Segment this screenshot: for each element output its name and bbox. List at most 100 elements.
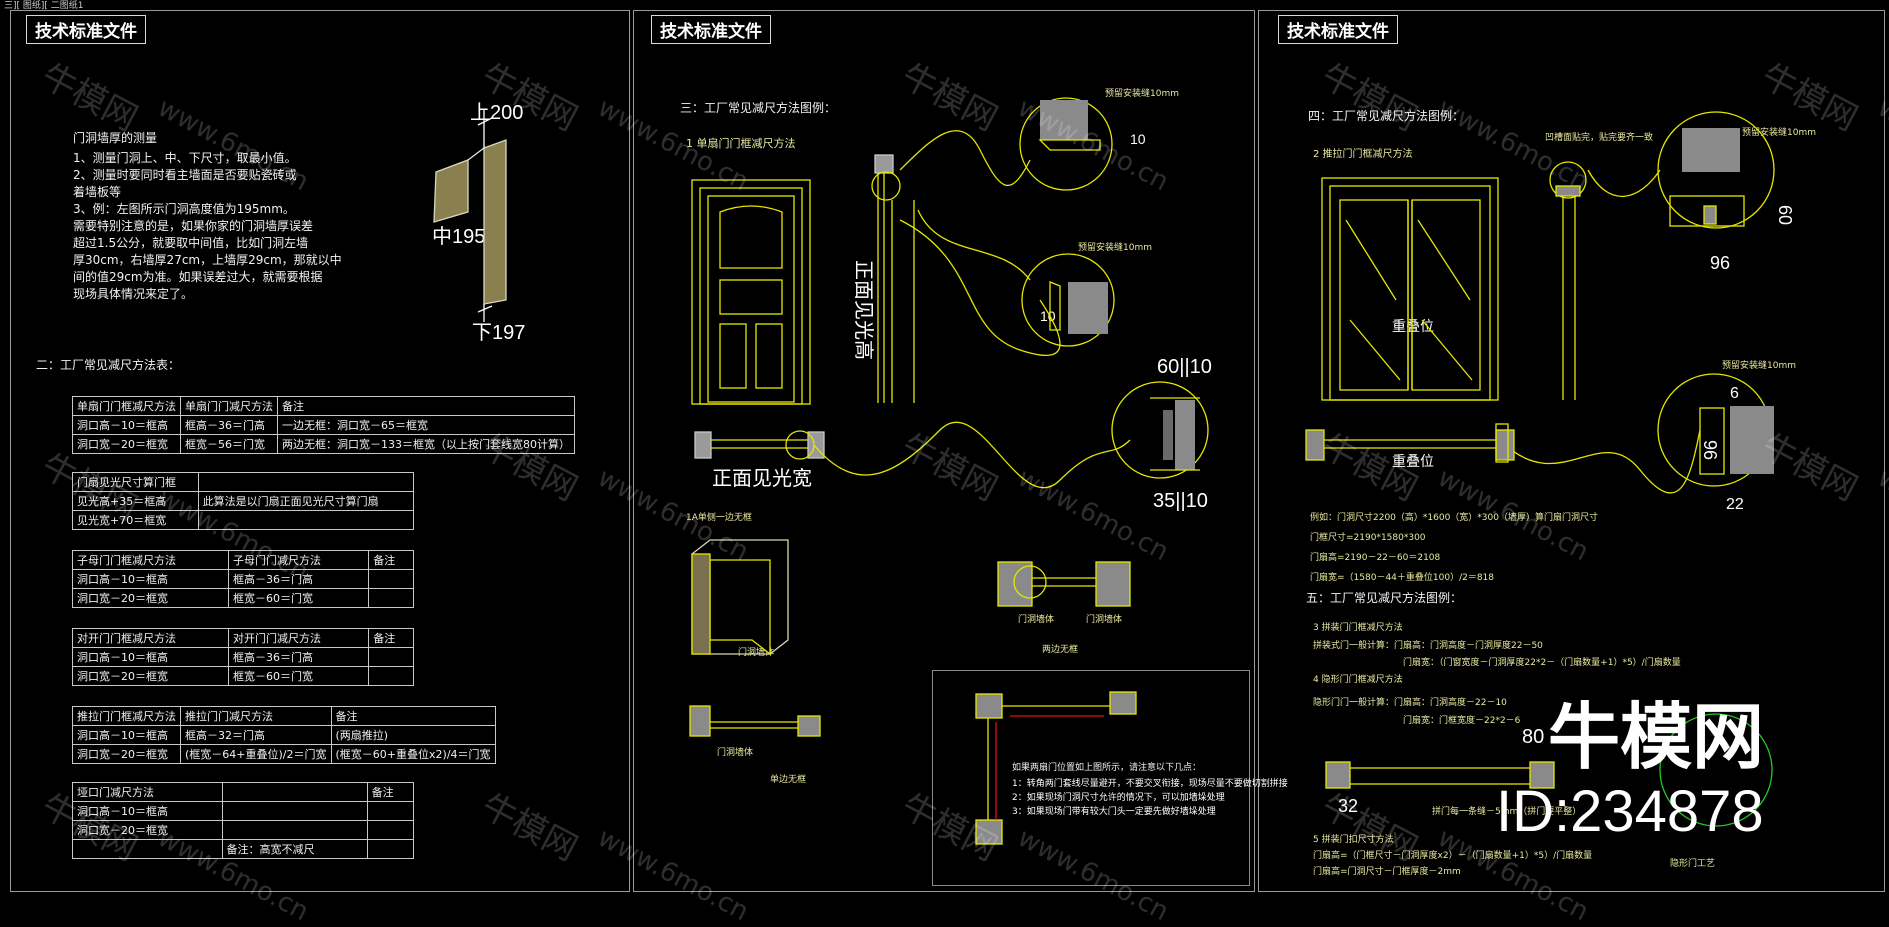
measure-line: 2、测量时要同时看主墙面是否要贴瓷砖或 [73,168,297,182]
table-cell [368,588,414,608]
measure-line: 厚30cm，右墙厚27cm，上墙厚29cm，那就以中 [73,253,342,267]
calc-line: 例如：门洞尺寸2200（高）*1600（宽）*300（墙厚）算门扇门洞尺寸 [1310,513,1598,523]
table-cell: 洞口高－10＝框高 [71,647,230,667]
label-doorbody-1: 门洞墙体 [738,648,775,658]
table-cell [366,839,415,859]
table-cell: 备注 [277,396,575,416]
table-cell: 备注：高宽不减尺 [221,839,368,859]
panel-2-tag: 技术标准文件 [651,15,771,44]
p2-sub1: 1 单扇门门框减尺方法 [686,137,796,150]
label-oneside: 单边无框 [770,775,807,785]
label-front-width: 正面见光宽 [712,468,812,490]
label-overlap-1: 重叠位 [1392,318,1434,334]
table-cell: 备注 [368,628,414,648]
dim-10-a: 10 [1130,131,1146,147]
table-cell: (框宽－64+重叠位)/2＝门宽 [180,744,332,764]
table-cell [221,820,368,840]
table-cell: 洞口宽－20＝框宽 [72,434,181,454]
dim-96b: 96 [1700,440,1720,461]
dim-96: 96 [1710,253,1731,273]
note-gap3: 拼门每一条缝－5mm（拼门要平整） [1432,807,1582,817]
reduction-table: 垭口门减尺方法备注洞口高－10＝框高洞口宽－20＝框宽备注：高宽不减尺 [72,782,415,859]
calc-line: 门扇宽=（1580－44＋重叠位100）/2＝818 [1310,573,1495,583]
p3-title5: 五：工厂常见减尺方法图例： [1306,591,1463,605]
table-cell: 洞口宽－20＝框宽 [72,820,223,840]
table-cell [197,472,415,492]
dim-60: 60 [1775,205,1795,226]
formula-2a: 隐形门门一般计算：门扇高：门洞高度－22－10 [1313,698,1507,708]
section2-title: 二：工厂常见减尺方法表： [36,358,181,372]
detail-note-2: 预留安装缝10mm [1078,243,1152,253]
panel-1 [10,10,630,892]
table-cell: 推拉门门减尺方法 [180,706,332,726]
reduction-table: 单扇门门框减尺方法单扇门门减尺方法备注洞口高－10＝框高框高－36＝门高一边无框… [72,396,575,454]
table-cell: 两边无框：洞口宽－133＝框宽（以上按门套线宽80计算） [277,434,575,454]
label-hidden: 隐形门工艺 [1670,859,1716,869]
table-cell: 框高－36＝门高 [180,415,278,435]
table-cell: 框高－36＝门高 [228,569,370,589]
table-cell [72,839,223,859]
table-cell [366,801,415,821]
p3-sub5: 5 拼装门扣尺寸方法 [1313,835,1394,845]
table-cell [221,782,368,802]
table-cell: (框宽－60+重叠位x2)/4＝门宽 [330,744,496,764]
reduction-table: 推拉门门框减尺方法推拉门门减尺方法备注洞口高－10＝框高框高－32＝门高(两扇推… [72,706,496,764]
table-cell: 门扇见光尺寸算门框 [72,472,199,492]
table-cell: 洞口宽－20＝框宽 [72,744,181,764]
table-cell: 对开门门框减尺方法 [71,628,230,648]
table-cell: (两扇推拉) [330,725,496,745]
table-cell: 备注 [330,706,496,726]
measure-line: 需要特别注意的是，如果你家的门洞墙厚误差 [73,219,314,233]
measure-line: 1、测量门洞上、中、下尺寸，取最小值。 [73,151,297,165]
dim-10-b: 10 [1040,308,1056,324]
measure-line: 3、例：左图所示门洞高度值为195mm。 [73,202,295,216]
formula-3b: 门扇高=门洞尺寸－门框厚度－2mm [1313,867,1461,877]
panel-3-tag: 技术标准文件 [1278,15,1398,44]
table-cell: 框高－36＝门高 [228,647,370,667]
dim-top: 上200 [470,102,524,124]
measure-line: 间的值29cm为准。如果误差过大，就需要根据 [73,270,323,284]
p2-title: 三：工厂常见减尺方法图例： [680,101,837,115]
dim-22: 22 [1726,496,1744,513]
measure-line: 超过1.5公分，就要取中间值，比如门洞左墙 [73,236,309,250]
box-note: 2：如果现场门洞尺寸允许的情况下，可以加墙垛处理 [1012,793,1225,803]
table-cell: 单扇门门减尺方法 [180,396,278,416]
table-cell: 备注 [366,782,415,802]
note-gap: 预留安装缝10mm [1742,128,1816,138]
note-line: 凹槽面贴完，贴完要齐一致 [1545,133,1654,143]
table-cell: 洞口宽－20＝框宽 [71,588,230,608]
dim-35-10: 35||10 [1153,490,1208,512]
table-cell: 对开门门减尺方法 [228,628,370,648]
reduction-table: 对开门门框减尺方法对开门门减尺方法备注洞口高－10＝框高框高－36＝门高洞口宽－… [71,628,414,686]
formula-1a: 拼装式门一般计算：门扇高：门洞高度－门洞厚度22－50 [1313,641,1543,651]
table-cell: 洞口高－10＝框高 [72,415,181,435]
measure-line: 着墙板等 [73,185,122,199]
table-cell: 一边无框：洞口宽－65＝框宽 [277,415,575,435]
table-cell [368,647,414,667]
table-cell: 备注 [368,550,414,570]
dim-60-10: 60||10 [1157,356,1212,378]
formula-3a: 门扇高=（门框尺寸－门洞厚度x2）－（门扇数量+1）*5）/门扇数量 [1313,851,1593,861]
dim-32: 32 [1338,796,1359,816]
table-cell [197,510,415,530]
formula-2b: 门扇宽：门框宽度－22*2－6 [1403,716,1521,726]
table-cell [221,801,368,821]
label-doorbody-4: 门洞墙体 [717,748,754,758]
label-twosides: 两边无框 [1042,645,1079,655]
label-overlap-2: 重叠位 [1392,453,1434,469]
p3-sub4: 4 隐形门门框减尺方法 [1313,675,1403,685]
label-doorbody-3: 门洞墙体 [1086,615,1123,625]
top-label: 三][ 图纸][ 二图纸1 [4,1,84,11]
logo-text: 牛模网 [1548,698,1765,778]
measure-line: 现场具体情况来定了。 [73,287,194,301]
note-gap2: 预留安装缝10mm [1722,361,1796,371]
box-note: 3：如果现场门带有较大门头一定要先做好墙垛处理 [1012,807,1216,817]
table-cell: 框宽－60＝门宽 [228,588,370,608]
dim-mid: 中195 [432,226,486,248]
formula-1b: 门扇宽：（门窗宽度－门洞厚度22*2－（门扇数量+1）*5）/门扇数量 [1403,658,1681,668]
calc-line: 门框尺寸=2190*1580*300 [1310,533,1426,543]
table-cell: 子母门门框减尺方法 [71,550,230,570]
table-cell: 此算法是以门扇正面见光尺寸算门扇 [197,491,415,511]
panel-1-tag: 技术标准文件 [26,15,146,44]
table-cell: 框高－32＝门高 [180,725,332,745]
